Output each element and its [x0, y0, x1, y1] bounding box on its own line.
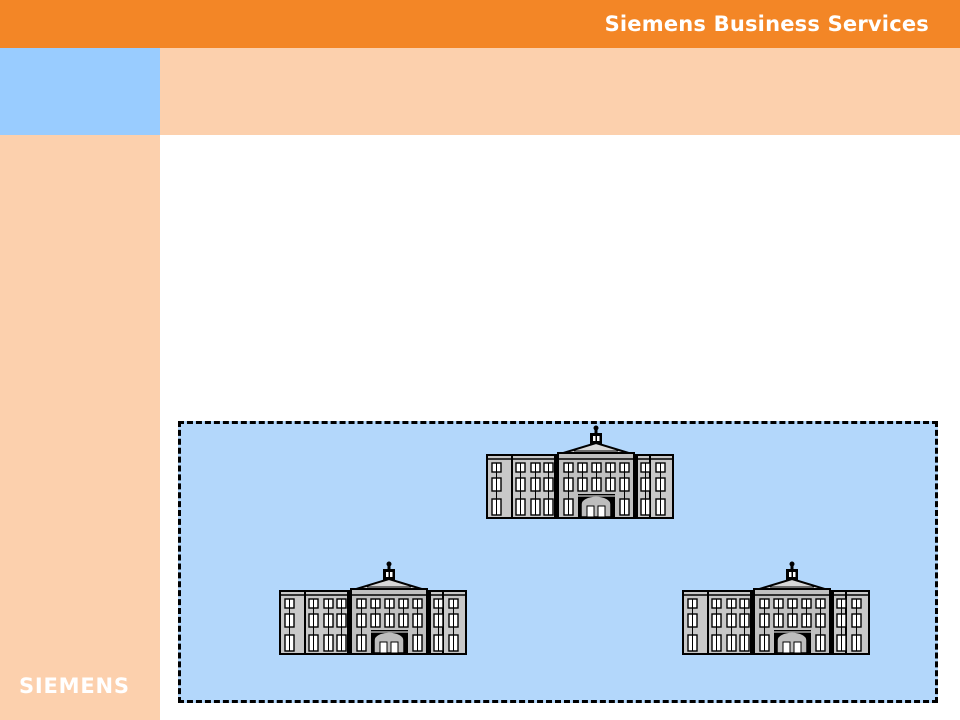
building-icon-shape: [683, 562, 869, 655]
building-icon-shape: [280, 562, 466, 655]
title-band: [160, 48, 960, 135]
building-icon-shape: [487, 426, 673, 519]
header-bar: Siemens Business Services: [0, 0, 960, 48]
siemens-logo: SIEMENS: [19, 674, 130, 698]
left-sidebar: [0, 135, 160, 720]
building-icon: [279, 560, 467, 656]
corner-block: [0, 48, 160, 135]
company-name: Siemens Business Services: [604, 12, 929, 36]
building-icon: [682, 560, 870, 656]
building-icon: [486, 424, 674, 520]
